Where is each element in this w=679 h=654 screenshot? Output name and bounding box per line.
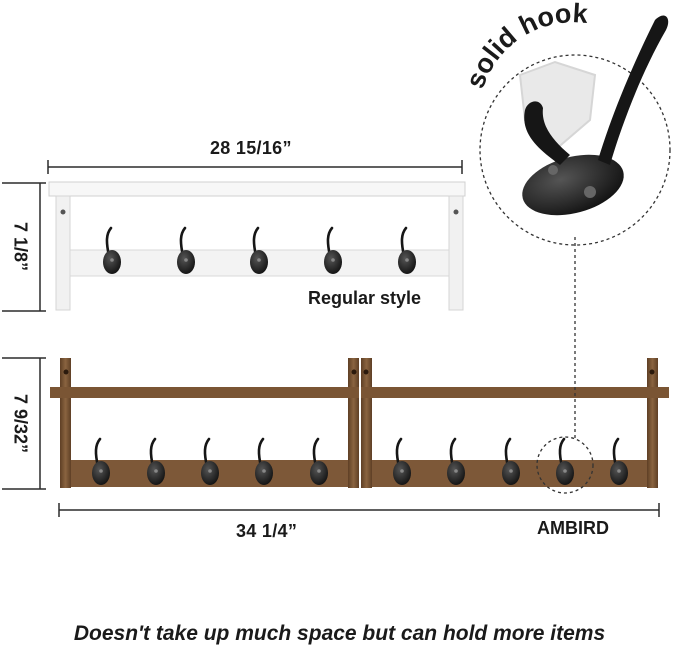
regular-height-label: 7 1/8” <box>10 221 31 272</box>
coat-hook-icon <box>177 226 195 274</box>
solid-hook-closeup <box>518 15 669 216</box>
coat-hook-icon <box>92 437 110 485</box>
coat-hook-icon <box>255 437 273 485</box>
coat-hook-icon <box>250 226 268 274</box>
regular-style-label: Regular style <box>308 288 422 308</box>
ambird-width-dimension <box>58 503 660 517</box>
regular-hooks <box>103 226 416 274</box>
regular-height-dimension <box>2 182 46 312</box>
ambird-height-label: 7 9/32” <box>10 393 31 454</box>
coat-hook-icon <box>324 226 342 274</box>
coat-hook-icon <box>393 437 411 485</box>
coat-hook-icon <box>201 437 219 485</box>
regular-width-dimension <box>47 160 463 174</box>
footer-tagline: Doesn't take up much space but can hold … <box>73 622 606 645</box>
coat-hook-icon <box>447 437 465 485</box>
coat-hook-icon <box>310 437 328 485</box>
ambird-shelf <box>50 358 669 488</box>
ambird-width-label: 34 1/4” <box>236 521 298 541</box>
ambird-hooks <box>92 437 628 485</box>
coat-hook-icon <box>610 437 628 485</box>
coat-hook-icon <box>556 437 574 485</box>
regular-width-label: 28 15/16” <box>210 138 292 158</box>
coat-hook-icon <box>103 226 121 274</box>
coat-hook-icon <box>398 226 416 274</box>
ambird-brand-label: AMBIRD <box>537 518 609 538</box>
ambird-height-dimension <box>2 357 46 490</box>
hook-highlight <box>479 54 671 494</box>
coat-hook-icon <box>147 437 165 485</box>
coat-hook-icon <box>502 437 520 485</box>
